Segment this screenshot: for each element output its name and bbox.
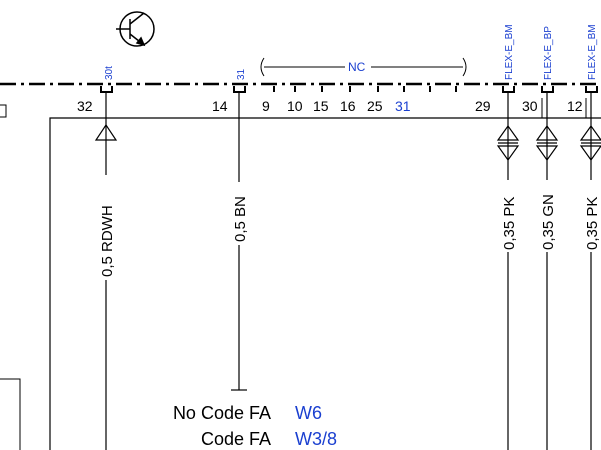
pin-number: 10: [287, 98, 303, 114]
pin-stubs: [100, 86, 598, 93]
left-edge-box-top: [0, 104, 7, 118]
code-label-code-fa: Code FA: [201, 429, 271, 449]
flex-label-1: FLEX-E_BM: [504, 24, 515, 80]
left-edge-box-bottom: [0, 378, 21, 450]
wire-label-gn: 0,35 GN: [540, 194, 557, 250]
wire-pk: [496, 92, 520, 450]
pin-number: 31: [395, 98, 411, 114]
nc-bracket: [260, 57, 467, 77]
flex-label-3: FLEX-E_BM: [587, 24, 598, 80]
nc-label: NC: [348, 60, 366, 74]
pin-number: 14: [212, 98, 228, 114]
pin-number: 15: [313, 98, 329, 114]
pin-number: 9: [262, 98, 270, 114]
transistor-icon: [116, 11, 155, 47]
pin-number: 12: [567, 98, 583, 114]
pin-number: 16: [340, 98, 356, 114]
wire-gn: [535, 92, 559, 450]
pin-top-label-31: 31: [236, 68, 247, 80]
pin-number: 25: [367, 98, 383, 114]
wire-label-bn: 0,5 BN: [232, 196, 249, 242]
flex-label-2: FLEX-E_BP: [543, 26, 554, 80]
wire-label-rdwh: 0,5 RDWH: [99, 205, 116, 277]
wire-rdwh: [94, 92, 118, 450]
pin-number: 32: [77, 98, 93, 114]
code-label-no-code-fa: No Code FA: [173, 403, 271, 423]
wire-pk-2: [579, 92, 601, 450]
wire-bn: [231, 92, 247, 391]
code-ref-w6: W6: [295, 403, 322, 423]
pin-top-label-30t: 30t: [104, 66, 115, 80]
pin-separators: [541, 98, 587, 118]
code-ref-w3-8: W3/8: [295, 429, 337, 449]
wire-label-pk: 0,35 PK: [501, 197, 518, 250]
pin-number: 29: [475, 98, 491, 114]
component-frame: [49, 117, 601, 450]
wire-label-pk-2: 0,35 PK: [584, 197, 601, 250]
pin-number: 30: [522, 98, 538, 114]
